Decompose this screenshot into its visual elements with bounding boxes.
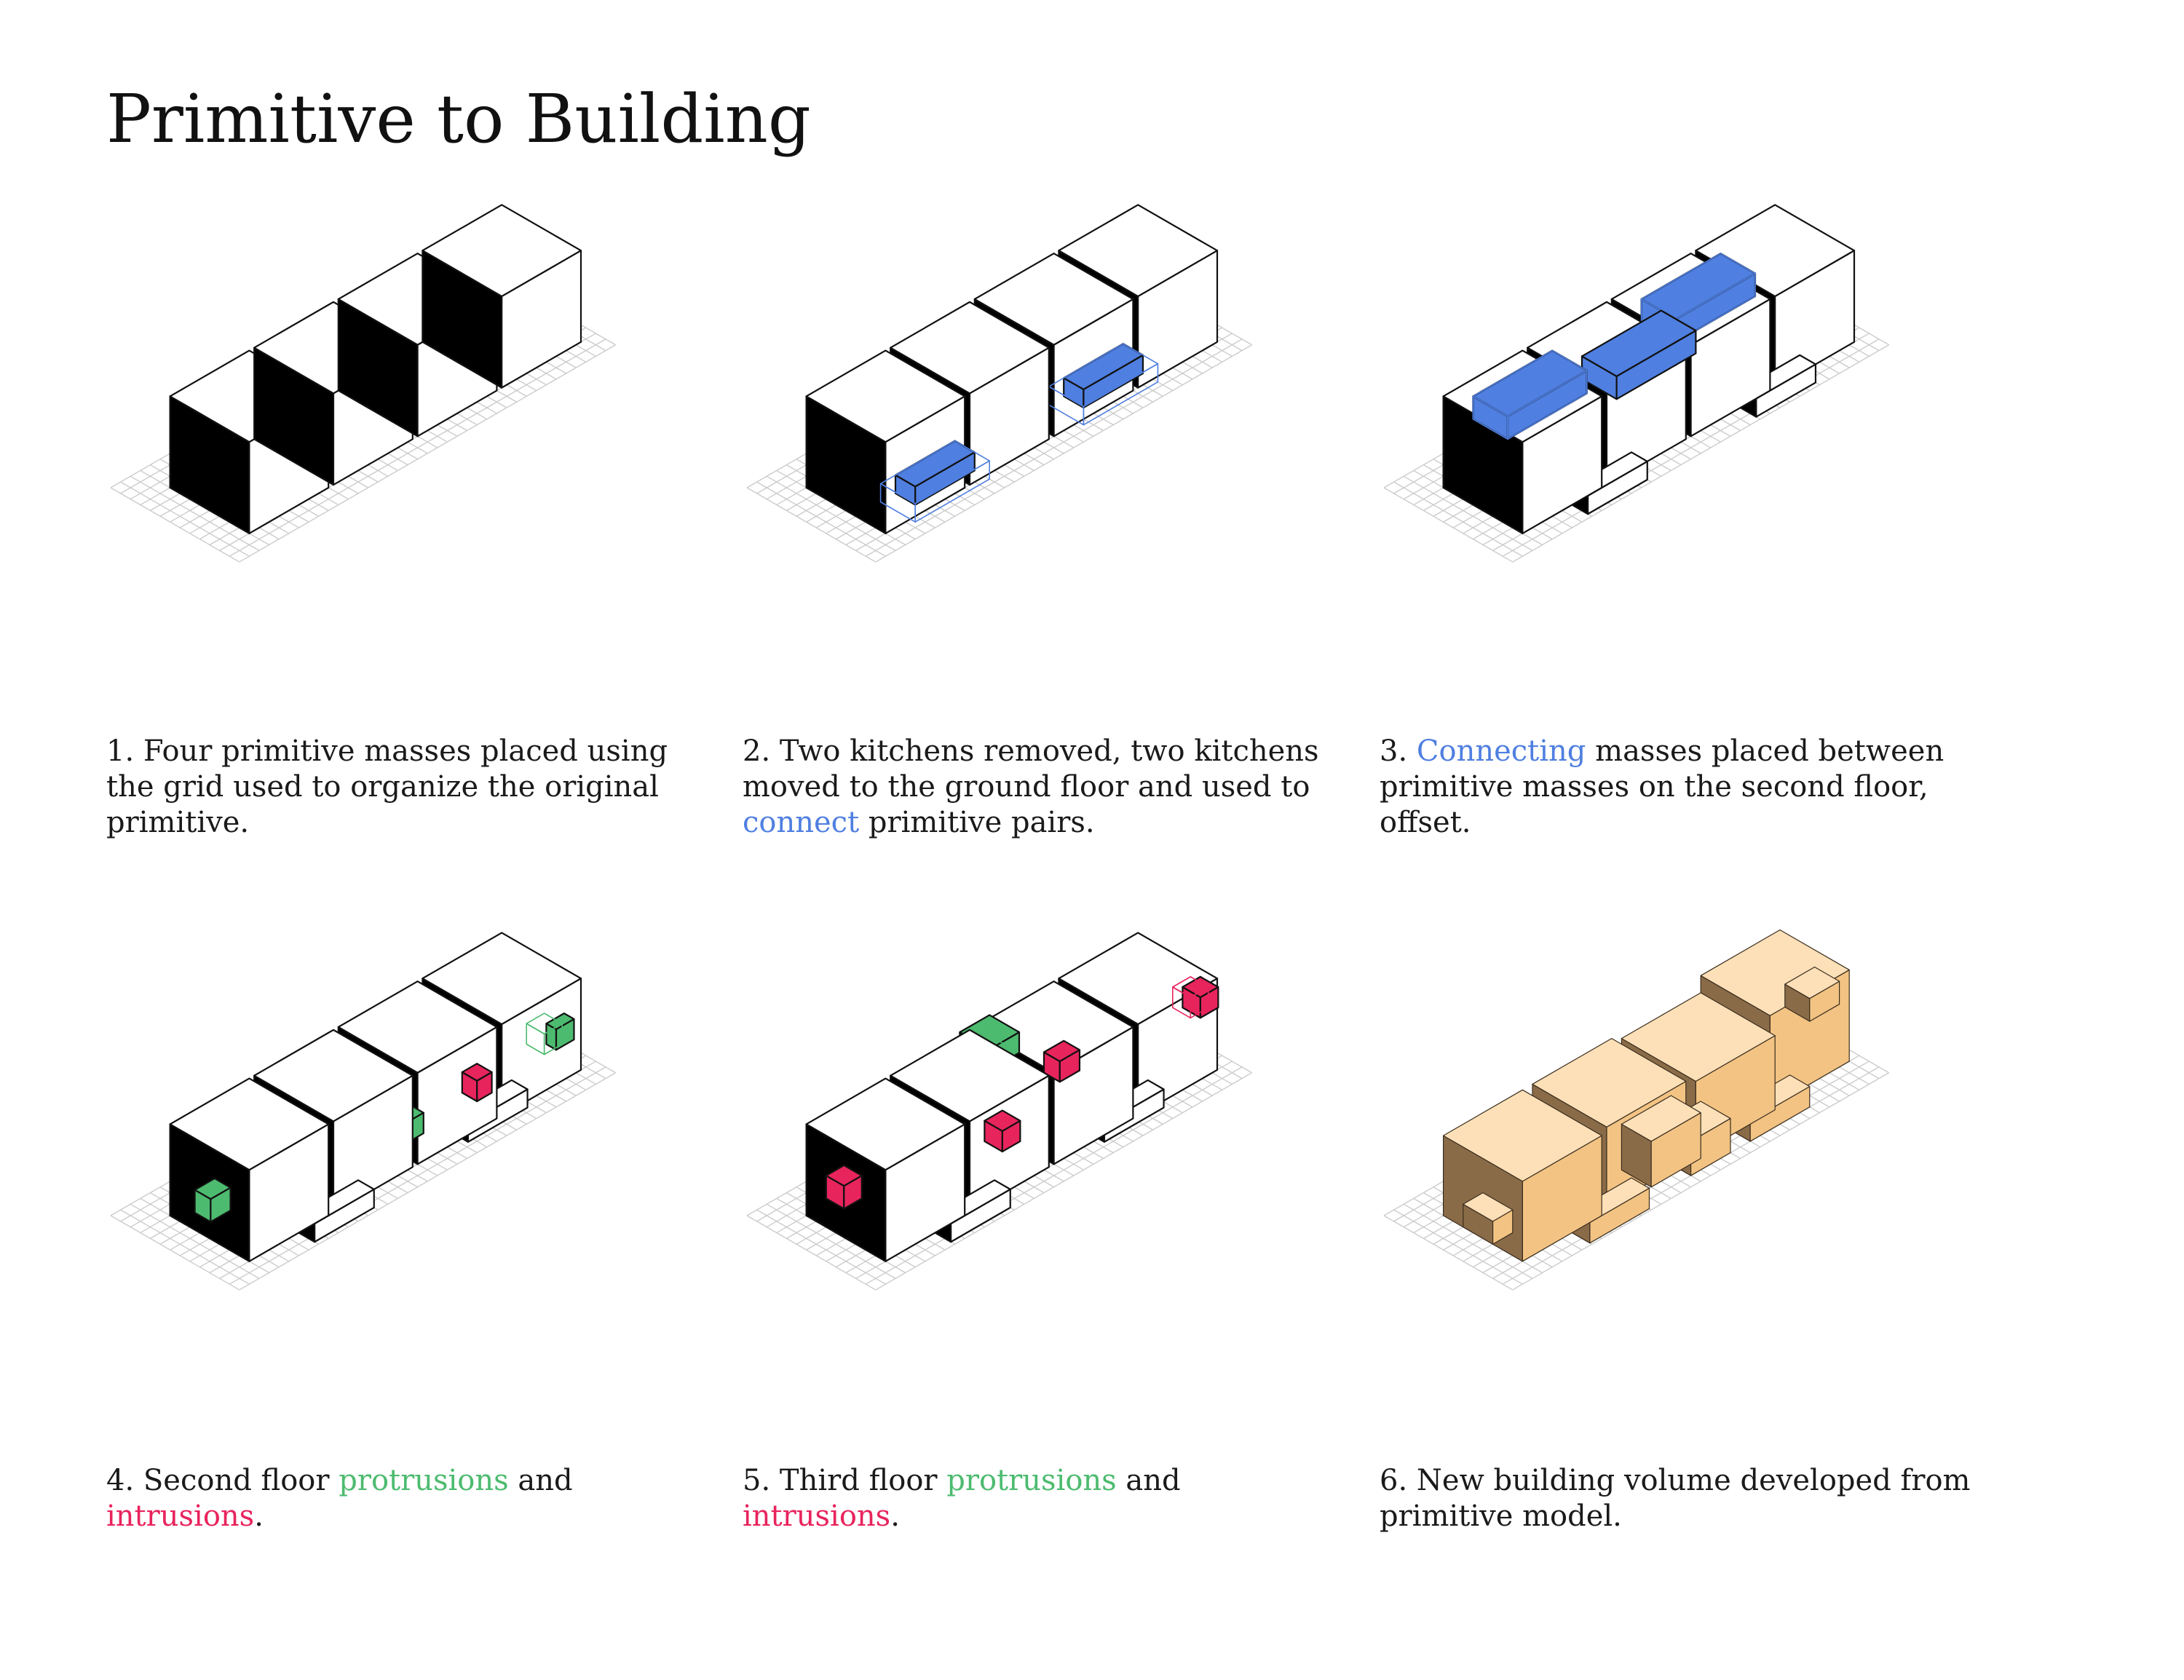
intrusion-top (461, 1063, 493, 1082)
step-text: Second floor (143, 1464, 339, 1497)
primitive-cube-1-top (805, 1077, 966, 1171)
kitchen-outline-top (1048, 343, 1159, 408)
primitive-cube-2-top (890, 301, 1050, 395)
step-5-axonometric (746, 932, 1252, 1291)
step-number: 3. (1380, 734, 1408, 768)
cube (805, 932, 1219, 1262)
step-number: 6. (1380, 1464, 1408, 1497)
step-3-axonometric (1383, 204, 1889, 563)
primitive-cube-4-top (422, 932, 582, 1026)
primitive-cube-2-top (890, 1029, 1050, 1122)
step-text-end: primitive pairs. (859, 806, 1095, 839)
caption-step-1: 1. Four primitive masses placed using th… (106, 734, 703, 841)
caption-step-4: 4. Second floor protrusions and intrusio… (106, 1463, 703, 1534)
building-volume-top (1463, 1192, 1514, 1222)
diagram-step-4 (106, 932, 761, 1291)
building-volume-top (1784, 966, 1840, 999)
step-number: 4. (106, 1464, 135, 1497)
primitive-cube-4-top (1058, 204, 1219, 298)
caption-step-3: 3. Connecting masses placed between prim… (1380, 734, 1977, 841)
kitchen-outline-top (879, 440, 991, 504)
primitive-cube-4-top (1058, 932, 1219, 1026)
building-volume-top (1621, 992, 1776, 1082)
protrusion-top (194, 1177, 232, 1200)
protrusion-outline-top (526, 1013, 563, 1035)
highlight-connect: connect (743, 806, 860, 839)
primitive-cube-1-top (805, 349, 966, 443)
highlight-intrusions: intrusions (743, 1499, 891, 1533)
step-text-mid: and (1116, 1464, 1181, 1497)
step-text-mid: and (508, 1464, 573, 1497)
step-text: Third floor (779, 1464, 947, 1497)
diagram-step-3 (1380, 204, 2035, 563)
caption-step-6: 6. New building volume developed from pr… (1380, 1463, 1977, 1534)
cube (169, 932, 582, 1262)
building-volume-top (1621, 1095, 1701, 1142)
connecting-mass-top (1580, 309, 1697, 378)
step-2-axonometric (746, 204, 1252, 563)
highlight-intrusions: intrusions (106, 1499, 255, 1533)
intrusion-top (984, 1109, 1021, 1132)
page-title: Primitive to Building (106, 80, 811, 158)
step-number: 5. (743, 1464, 771, 1497)
intrusion-top (1182, 975, 1219, 999)
step-text: Two kitchens removed, two kitchens moved… (743, 734, 1319, 804)
intrusion-top (825, 1164, 863, 1187)
diagram-step-2 (743, 204, 1398, 563)
diagram-step-1 (106, 204, 761, 563)
step-text: New building volume developed from primi… (1380, 1464, 1971, 1533)
connecting-mass-outline-top (1472, 349, 1588, 417)
highlight-connecting: Connecting (1416, 734, 1586, 768)
building-volume-top (1700, 929, 1850, 1016)
intrusion-top (1042, 1039, 1081, 1063)
primitive-cube-4-top (422, 204, 582, 298)
step-text: masses placed between primitive masses o… (1380, 734, 1944, 839)
cube (1442, 929, 1850, 1262)
highlight-protrusions: protrusions (946, 1464, 1117, 1497)
step-4-axonometric (110, 932, 616, 1291)
primitive-cube-1-top (169, 1077, 330, 1171)
caption-step-2: 2. Two kitchens removed, two kitchens mo… (743, 734, 1340, 841)
protrusion-top (545, 1013, 575, 1031)
diagram-step-6 (1380, 929, 2035, 1291)
cube (1442, 204, 1856, 534)
step-1-axonometric (110, 204, 616, 563)
highlight-protrusions: protrusions (339, 1464, 509, 1497)
primitive-cube-2-top (253, 1029, 414, 1122)
building-volume-top (1532, 1038, 1687, 1128)
cube (805, 204, 1219, 534)
step-text-end: . (254, 1499, 264, 1533)
step-text-end: . (890, 1499, 900, 1533)
step-number: 1. (106, 734, 135, 768)
cube (169, 204, 582, 534)
diagram-step-5 (743, 932, 1398, 1291)
step-6-axonometric (1383, 929, 1889, 1291)
building-volume-top (1442, 1089, 1602, 1182)
intrusion-outline-top (1171, 976, 1209, 998)
primitive-cube-3-top (973, 253, 1134, 346)
primitive-cube-3-top (337, 980, 498, 1074)
step-number: 2. (743, 734, 771, 768)
step-text: Four primitive masses placed using the g… (106, 734, 668, 839)
caption-step-5: 5. Third floor protrusions and intrusion… (743, 1463, 1340, 1534)
